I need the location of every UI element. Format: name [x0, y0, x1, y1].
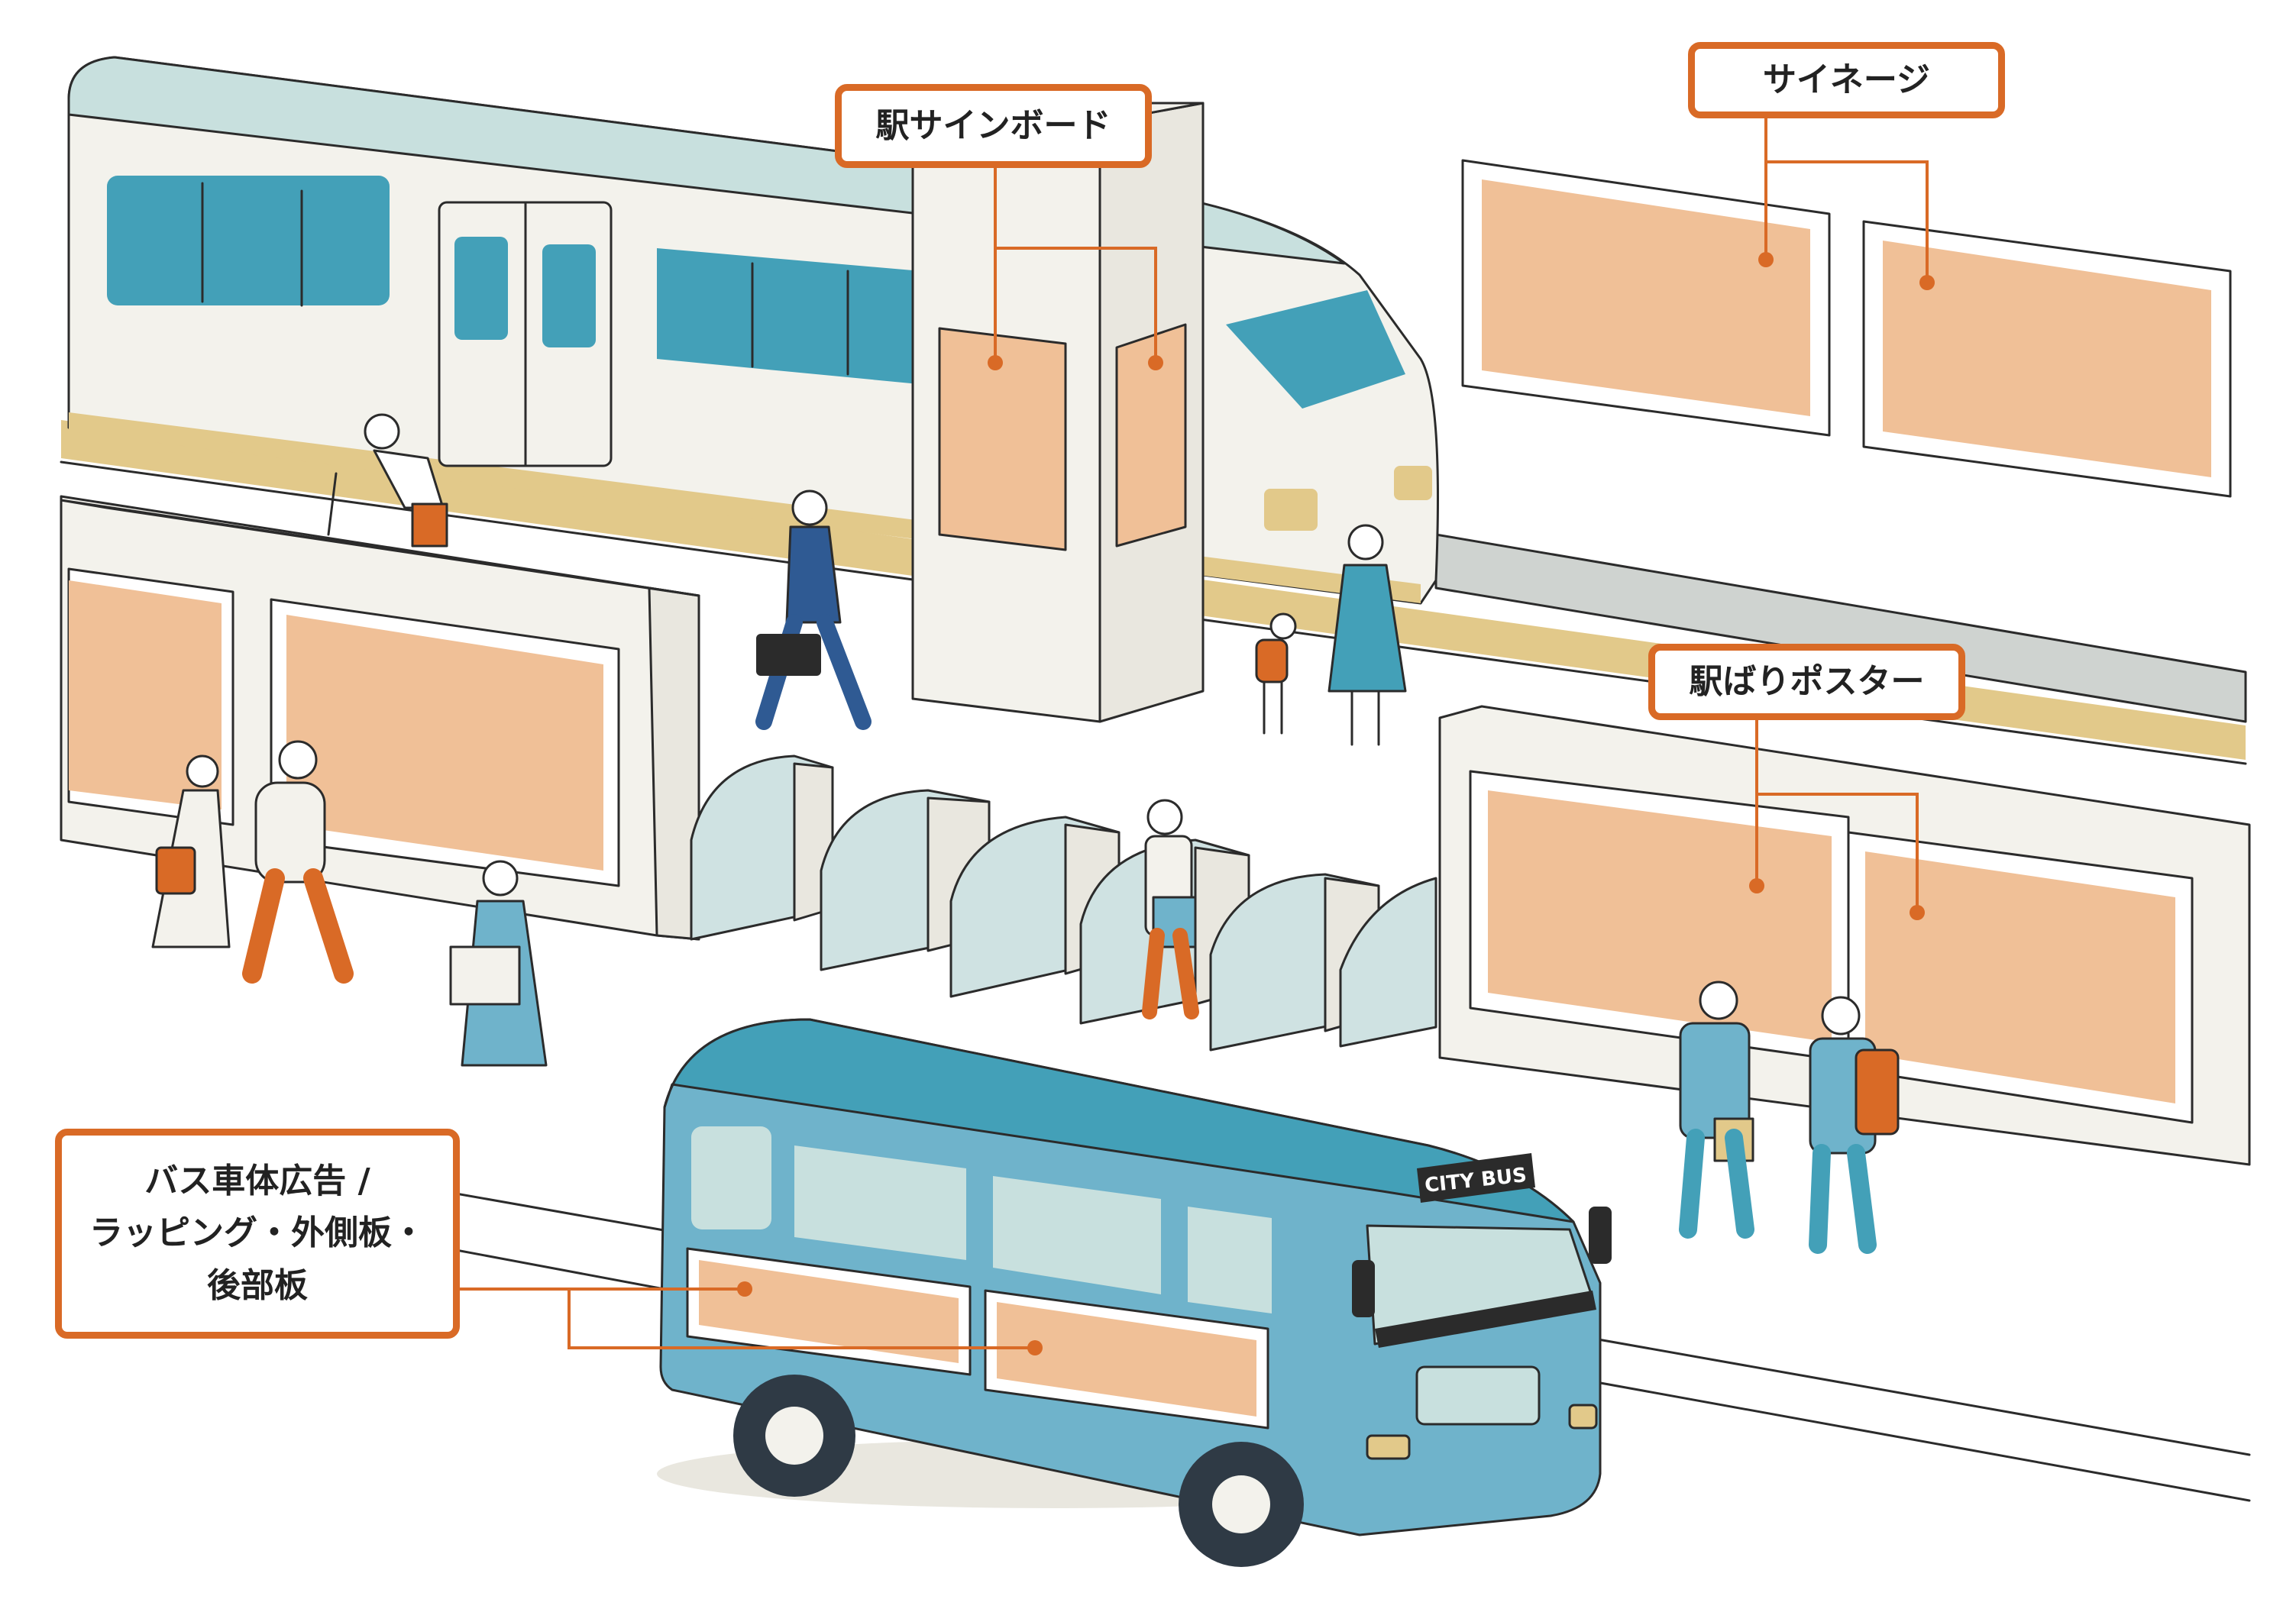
person-with-satchel: [1679, 981, 1754, 1239]
train-window: [107, 176, 390, 305]
road: [426, 1190, 2251, 1502]
wall-poster: [69, 580, 222, 809]
person-with-tote: [1327, 524, 1407, 746]
ticket-gate: [820, 789, 991, 971]
person-man-walking: [242, 740, 354, 984]
person-child: [1255, 612, 1297, 735]
ticket-gate: [690, 754, 834, 941]
callout-bus-ad-line-3: 後部板: [207, 1265, 308, 1305]
people: [151, 413, 1900, 1254]
bus-window: [993, 1176, 1161, 1294]
person-woman-tote: [449, 860, 548, 1067]
person-at-gate: [1142, 799, 1199, 1019]
ticket-gate: [1339, 877, 1437, 1048]
bus-grille: [1415, 1365, 1541, 1426]
signboard-panel-side: [1115, 323, 1187, 548]
callout-station-poster-text: 駅ばりポスター: [1689, 661, 1925, 701]
bus-window: [1188, 1207, 1272, 1313]
person-woman-with-bag: [151, 754, 231, 948]
person-with-backpack: [1809, 996, 1900, 1254]
bus: CITY BUS: [657, 1018, 1612, 1567]
right-poster-wall: [1438, 705, 2251, 1166]
signboard-panel-front: [938, 327, 1067, 551]
ticket-gates: [690, 754, 1437, 1052]
bus-window: [794, 1145, 966, 1260]
callout-station-signboard: 駅サインボード: [835, 84, 1152, 168]
signage-panel-1: [1482, 179, 1810, 416]
signage-displays: [1461, 159, 2232, 498]
person-elderly-with-cane: [327, 413, 448, 548]
callout-bus-ad: バス車体広告 / ラッピング・外側板・ 後部板: [55, 1129, 460, 1339]
bus-window: [691, 1126, 771, 1229]
station-poster-1: [1488, 790, 1832, 1042]
signage-panel-2: [1883, 241, 2211, 477]
callout-station-signboard-text: 駅サインボード: [875, 105, 1111, 145]
station-poster-2: [1865, 851, 2175, 1103]
wall-poster: [286, 615, 603, 871]
callout-bus-ad-line-2: ラッピング・外側板・: [89, 1213, 425, 1253]
bus-ad-panel-1: [699, 1260, 959, 1363]
bus-wheel: [733, 1375, 855, 1497]
pillar: [911, 102, 1205, 723]
callout-bus-ad-line-1: バス車体広告 /: [144, 1162, 370, 1201]
train-front-window: [1226, 290, 1405, 409]
person-businessman-walking: [755, 489, 872, 730]
callout-signage-text: サイネージ: [1762, 60, 1931, 99]
bus-wheel: [1179, 1442, 1304, 1567]
bus-ad-panel-2: [997, 1302, 1256, 1417]
callout-leaders: [454, 115, 1935, 1355]
callout-signage: サイネージ: [1688, 42, 2005, 118]
callout-station-poster: 駅ばりポスター: [1648, 644, 1965, 720]
bus-route-sign: CITY BUS: [1417, 1153, 1535, 1203]
